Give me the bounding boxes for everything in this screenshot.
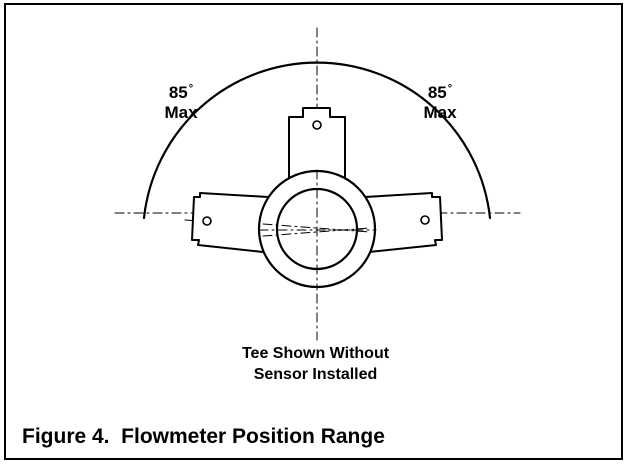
left-angle-label: 85° Max [164, 83, 198, 122]
right-angle-label: 85° Max [423, 83, 457, 122]
degree-symbol: ° [188, 83, 194, 95]
range-arc [142, 61, 492, 220]
caption-line-1: Tee Shown Without [241, 345, 390, 362]
caption-line-2: Sensor Installed [253, 366, 378, 383]
diagram-caption: Tee Shown Without Sensor Installed [0, 343, 631, 385]
right-arm [364, 192, 443, 253]
top-arm [288, 107, 346, 186]
right-port-hole [420, 215, 430, 225]
top-port-hole [312, 120, 322, 130]
degree-symbol: ° [447, 83, 453, 95]
left-port-hole [202, 216, 212, 226]
left-arm [191, 192, 269, 253]
figure-title: Figure 4. Flowmeter Position Range [22, 425, 385, 448]
